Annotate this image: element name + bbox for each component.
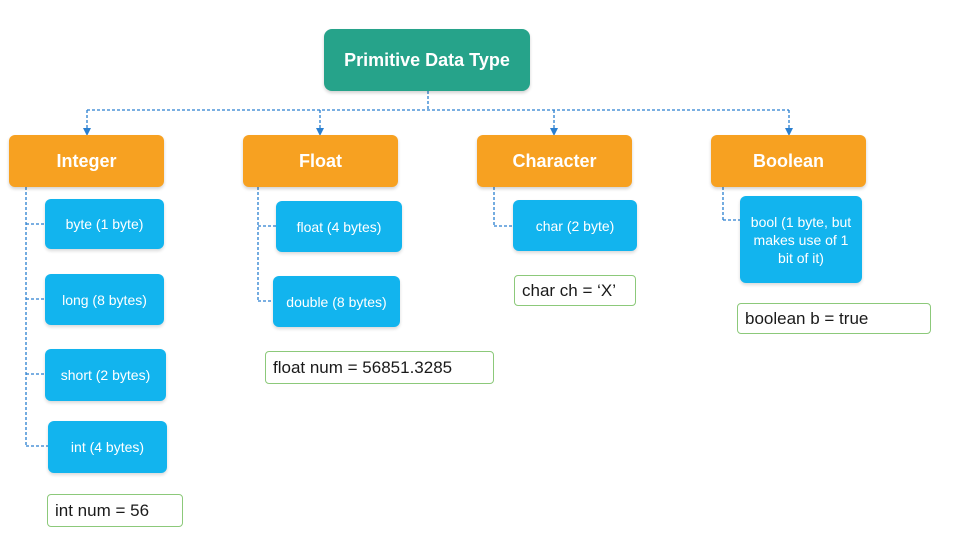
type-long-label: long (8 bytes): [62, 291, 147, 308]
example-boolean-text: boolean b = true: [745, 308, 869, 328]
type-byte: byte (1 byte): [45, 199, 164, 249]
type-bool: bool (1 byte, but makes use of 1 bit of …: [740, 196, 862, 283]
category-boolean-label: Boolean: [752, 150, 824, 171]
example-integer-text: int num = 56: [55, 500, 150, 520]
category-float-label: Float: [299, 150, 342, 171]
example-boolean: boolean b = true: [737, 303, 931, 334]
category-boolean: Boolean: [711, 135, 866, 187]
example-float: float num = 56851.3285: [265, 351, 494, 384]
example-character: char ch = ‘X’: [514, 275, 636, 306]
type-char: char (2 byte): [513, 200, 637, 251]
type-double: double (8 bytes): [273, 276, 400, 327]
type-int: int (4 bytes): [48, 421, 167, 473]
category-float: Float: [243, 135, 398, 187]
category-character-label: Character: [512, 150, 597, 171]
type-double-label: double (8 bytes): [286, 293, 387, 310]
type-byte-label: byte (1 byte): [65, 216, 144, 232]
example-float-text: float num = 56851.3285: [273, 357, 453, 377]
category-integer: Integer: [9, 135, 164, 187]
root-label: Primitive Data Type: [344, 49, 510, 70]
type-long: long (8 bytes): [45, 274, 164, 325]
type-char-label: char (2 byte): [535, 217, 615, 234]
type-int-label: int (4 bytes): [70, 439, 145, 455]
type-bool-label: bool (1 byte, but makes use of 1 bit of …: [750, 213, 852, 266]
category-integer-label: Integer: [56, 150, 117, 171]
example-character-text: char ch = ‘X’: [522, 280, 617, 300]
example-integer: int num = 56: [47, 494, 183, 527]
category-character: Character: [477, 135, 632, 187]
type-float: float (4 bytes): [276, 201, 402, 252]
root-node: Primitive Data Type: [324, 29, 530, 91]
type-float-label: float (4 bytes): [296, 218, 382, 235]
type-short: short (2 bytes): [45, 349, 166, 401]
type-short-label: short (2 bytes): [60, 367, 151, 383]
